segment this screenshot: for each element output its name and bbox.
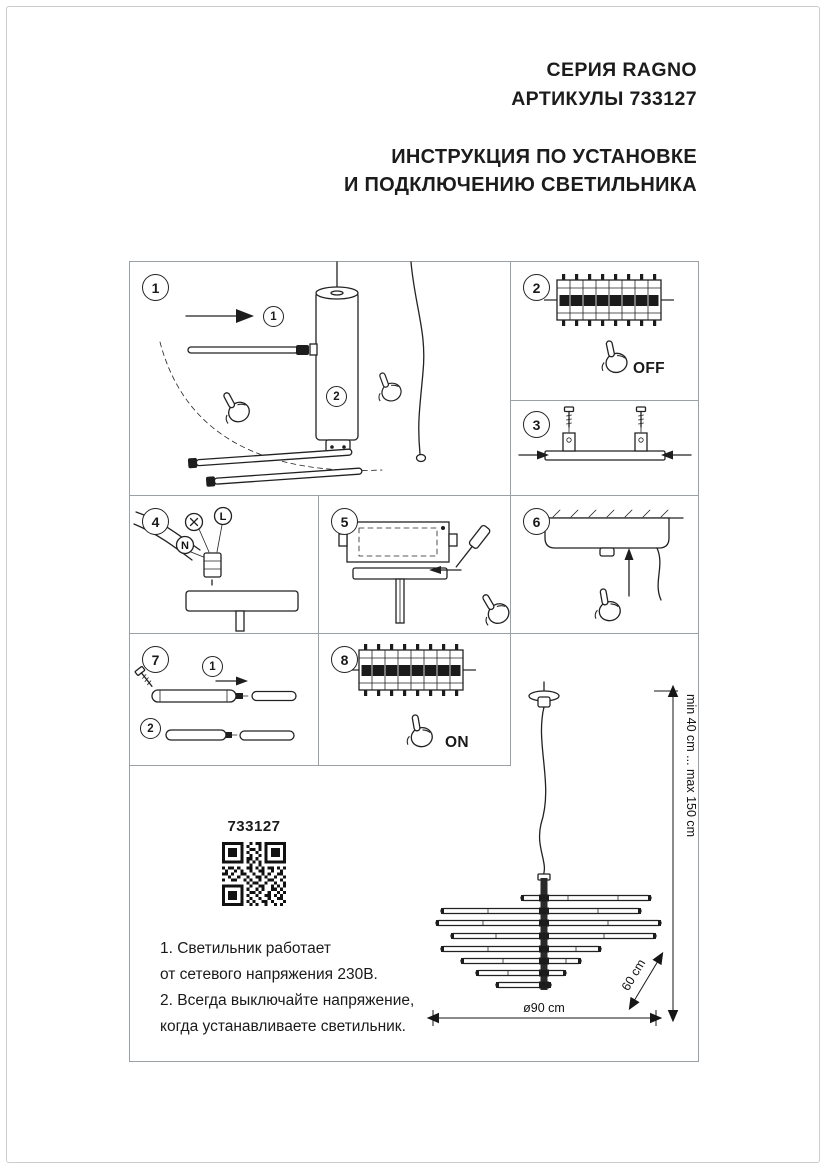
step-1-badge: 1 (142, 274, 169, 301)
hand-icon (402, 712, 435, 750)
screw-icon (563, 406, 575, 428)
circuit-breaker-icon (543, 273, 675, 327)
qr-modules (222, 842, 286, 906)
grid-line (318, 495, 319, 765)
circuit-breaker-icon (345, 643, 477, 697)
step-2-badge: 2 (523, 274, 550, 301)
series-title: СЕРИЯ RAGNO (546, 59, 697, 81)
suspension-wire (538, 706, 547, 879)
notes-area: 733127 1. Светильник работает от сетевог… (130, 766, 510, 1061)
lamp-arm (520, 894, 652, 902)
hand-icon (214, 386, 254, 429)
step-2-panel: 2 OFF (511, 262, 698, 400)
grid-line (510, 400, 698, 401)
earth-symbol (184, 512, 204, 532)
qr-finder-top-right (264, 842, 286, 864)
hand-icon (596, 337, 630, 376)
neutral-label: N (181, 540, 189, 552)
step-3-badge: 3 (523, 411, 550, 438)
note-line-1: 1. Светильник работает (160, 940, 331, 957)
hand-icon (370, 368, 405, 406)
substep-2-badge: 2 (140, 718, 161, 739)
step-5-badge: 5 (331, 508, 358, 535)
note-line-2: от сетевого напряжения 230В. (160, 966, 378, 983)
height-dimension-label: min 40 cm ... max 150 cm (684, 694, 698, 837)
step-6-illustration (528, 509, 684, 624)
screwdriver-icon (455, 524, 491, 568)
header-block: СЕРИЯ RAGNO АРТИКУЛЫ 733127 (511, 56, 697, 114)
step-8-badge: 8 (331, 646, 358, 673)
step-5-panel: 5 (319, 496, 514, 633)
qr-finder-top-left (222, 842, 244, 864)
substep-1-badge: 1 (263, 306, 284, 327)
height-dimension (654, 685, 678, 1022)
article-number: 733127 (227, 818, 281, 835)
screw-icon (635, 406, 647, 428)
hand-icon (590, 586, 623, 624)
screw-icon (134, 665, 153, 687)
safety-notes: 1. Светильник работает от сетевого напря… (160, 936, 414, 1040)
page-border (6, 6, 820, 1163)
steps-frame: 1 (129, 261, 699, 1062)
grid-line (130, 495, 698, 496)
neutral-wire-symbol: N (175, 535, 195, 555)
step-4-panel: 4 L N (130, 496, 318, 633)
central-stem (540, 878, 548, 990)
depth-dimension-label: 60 cm (619, 957, 649, 993)
step-4-illustration: L N (133, 506, 299, 632)
substep-1-badge: 1 (202, 656, 223, 677)
note-line-4: когда устанавливаете светильник. (160, 1018, 406, 1035)
instruction-title: ИНСТРУКЦИЯ ПО УСТАНОВКЕ И ПОДКЛЮЧЕНИЮ СВ… (344, 143, 697, 199)
step-8-panel: 8 ON (319, 634, 510, 765)
hand-icon (473, 587, 514, 631)
line-label: L (220, 511, 227, 523)
step-7-badge: 7 (142, 646, 169, 673)
power-on-label: ON (445, 734, 469, 751)
note-line-3: 2. Всегда выключайте напряжение, (160, 992, 415, 1009)
step-3-illustration (518, 406, 692, 461)
qr-finder-bottom-left (222, 884, 244, 906)
grid-line (510, 262, 511, 765)
article-title: АРТИКУЛЫ 733127 (511, 88, 697, 110)
step-5-illustration (338, 521, 514, 631)
power-off-label: OFF (633, 360, 665, 377)
grid-line (130, 765, 511, 766)
depth-dimension (625, 950, 667, 1012)
step-6-panel: 6 (511, 496, 698, 633)
substep-2-badge: 2 (326, 386, 347, 407)
grid-line (130, 633, 698, 634)
step-6-badge: 6 (523, 508, 550, 535)
step-3-panel: 3 (511, 401, 698, 495)
step-7-panel: 7 (130, 634, 318, 765)
step-4-badge: 4 (142, 508, 169, 535)
diameter-dimension-label: ø90 cm (523, 1001, 565, 1015)
ceiling-hatching (534, 509, 669, 518)
instruction-title-line2: И ПОДКЛЮЧЕНИЮ СВЕТИЛЬНИКА (343, 174, 697, 196)
step-1-illustration (159, 261, 427, 487)
step-7-illustration (134, 665, 297, 741)
step-1-panel: 1 (130, 261, 510, 495)
instruction-title-line1: ИНСТРУКЦИЯ ПО УСТАНОВКЕ (391, 146, 697, 168)
line-wire-symbol: L (213, 506, 233, 526)
qr-code (222, 842, 286, 906)
